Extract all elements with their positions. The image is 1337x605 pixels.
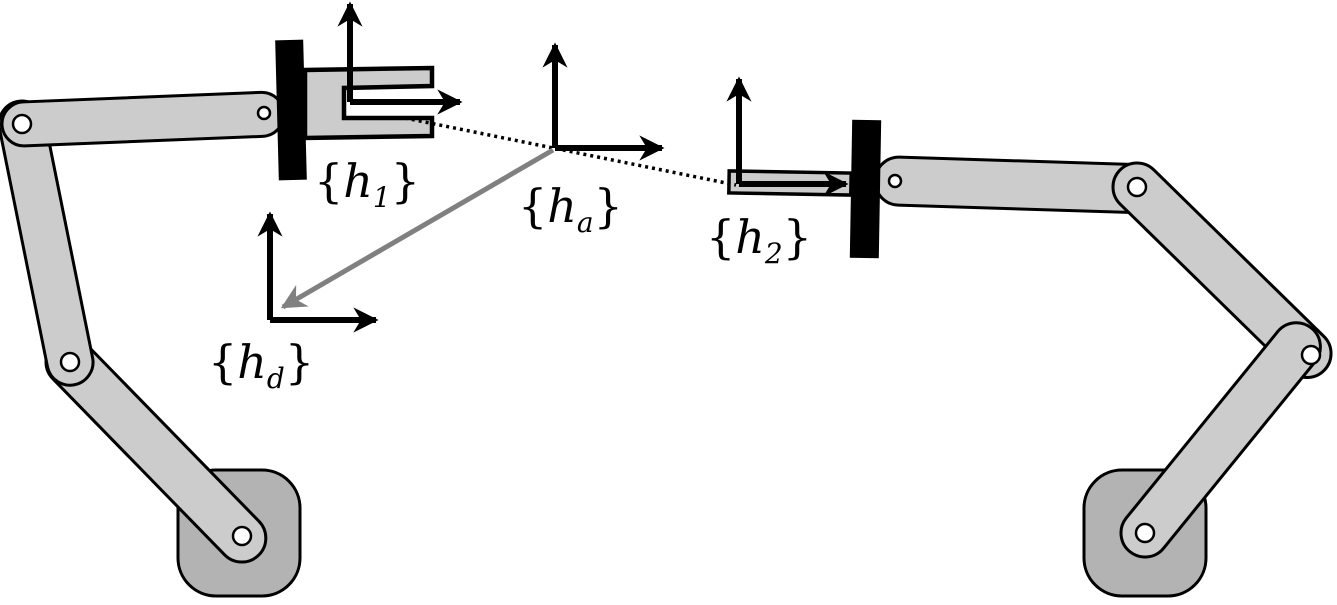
right-arm-middle-link	[1111, 161, 1333, 380]
left-arm-upper-link	[0, 90, 286, 148]
right-arm	[727, 119, 1333, 598]
frame-h2-axes	[726, 76, 849, 197]
right-arm-shoulder-joint	[1126, 176, 1148, 198]
frame-ha-axes	[542, 42, 665, 161]
left-gripper-plate	[275, 39, 307, 181]
right-arm-lower-link	[1119, 321, 1322, 559]
frame-hd-axes	[257, 211, 379, 333]
right-arm-base-joint	[1134, 522, 1156, 544]
grasp-connection-line	[404, 116, 737, 187]
left-arm-base-joint	[231, 525, 253, 547]
frame-ha-label: {ha}	[518, 179, 623, 239]
right-arm-elbow-joint	[1300, 344, 1322, 366]
left-arm	[0, 39, 435, 598]
left-gripper-jaws	[302, 65, 435, 141]
frame-h1-label: {h1}	[314, 154, 420, 214]
frame-h2-label: {h2}	[706, 210, 812, 270]
right-gripper-plate	[849, 119, 882, 259]
left-arm-shoulder-joint	[11, 113, 33, 135]
right-arm-wrist-joint	[887, 173, 903, 189]
frame-h1-axes	[337, 1, 463, 115]
left-arm-elbow-joint	[59, 351, 81, 373]
frame-hd-label: {hd}	[208, 335, 314, 395]
displacement-arrow	[280, 147, 555, 310]
left-arm-wrist-joint	[256, 105, 272, 121]
